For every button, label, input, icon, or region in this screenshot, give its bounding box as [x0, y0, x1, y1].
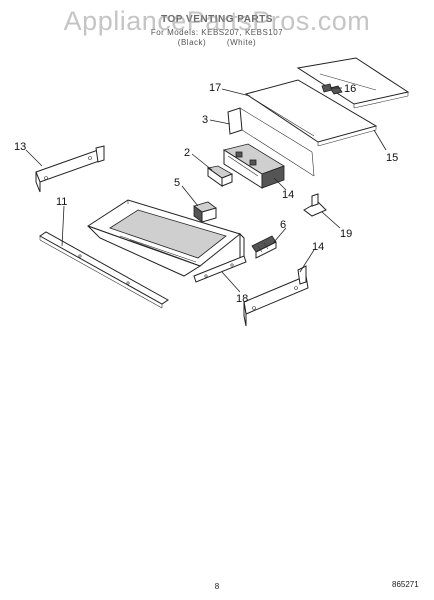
callout-11: 6: [280, 219, 286, 231]
part-5-damper: [193, 201, 217, 223]
part-14-left-bracket: [35, 145, 105, 193]
part-15-blower-housing: [222, 143, 285, 189]
callout-14-right: 14: [312, 241, 324, 253]
model-numbers: For Models: KEBS207, KEBS107: [150, 28, 284, 37]
callout-2: 2: [184, 147, 190, 159]
callout-labels: 17 16 15 3 2 14 13 5 11 6 19 14 18: [14, 82, 398, 305]
part-3-bracket: [227, 107, 315, 177]
callout-14-left: 13: [14, 141, 26, 153]
diagram-title: TOP VENTING PARTS: [161, 14, 273, 25]
figure-code-number: 86527: [392, 580, 415, 589]
figure-code: 865271: [392, 580, 419, 589]
callout-6: 18: [236, 293, 248, 305]
leader-lines: [25, 87, 387, 293]
callout-13: 11: [56, 196, 67, 208]
callout-15: 14: [282, 189, 294, 201]
part-6-rail: [193, 255, 247, 283]
page-number: 8: [214, 582, 220, 591]
part-18-vent-cover: [244, 79, 378, 147]
callout-3: 3: [202, 114, 208, 126]
color-variants: (Black) (White): [177, 38, 257, 47]
part-13-strip: [39, 231, 169, 309]
vent-duct-assembly: [86, 199, 245, 277]
part-19-clip: [303, 193, 327, 217]
watermark: AppliancePartsPros.com: [63, 6, 371, 36]
callout-19: 19: [340, 228, 352, 240]
part-14-right-bracket: [243, 265, 309, 327]
callout-16: 15: [386, 152, 398, 164]
callout-17: 16: [344, 83, 356, 95]
part-17-clip: [321, 83, 333, 93]
part-11-terminal-block: [251, 235, 277, 259]
callout-5: 5: [174, 177, 180, 189]
part-16-top-shield: [296, 57, 410, 109]
figure-code-mark: 1: [414, 580, 419, 589]
callout-18: 17: [209, 82, 221, 94]
part-2-block: [207, 165, 233, 187]
